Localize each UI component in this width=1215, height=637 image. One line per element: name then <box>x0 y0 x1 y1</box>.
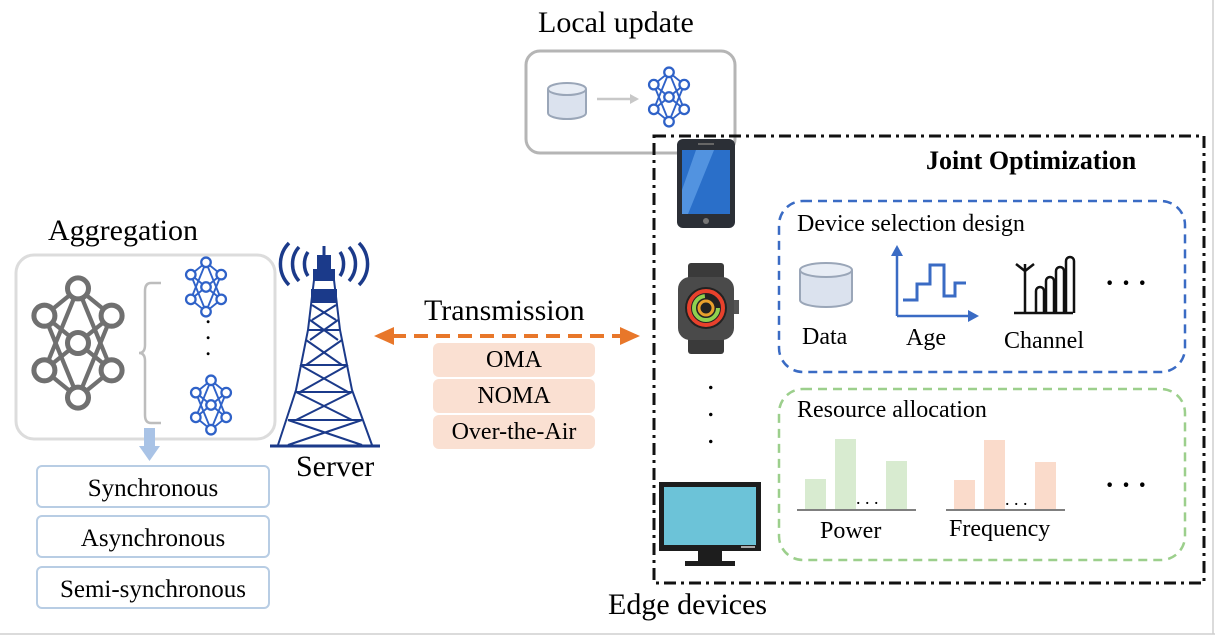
brace <box>138 281 161 425</box>
mode-semi-synchronous: Semi-synchronous <box>36 566 270 609</box>
mode-synchronous: Synchronous <box>36 465 270 508</box>
signal-bars-icon <box>1014 255 1076 315</box>
data-icon <box>799 262 853 308</box>
aggregation-dot-3: . <box>205 334 212 361</box>
joint-optimization-box <box>652 134 1206 585</box>
transmission-arrow <box>374 327 640 345</box>
edge-dot-2: . <box>707 390 715 423</box>
database-icon <box>547 82 587 120</box>
neural-network-icons <box>31 66 691 436</box>
device-selection-more: · · · <box>1105 268 1148 299</box>
scheme-oma: OMA <box>433 343 595 377</box>
mode-asynchronous: Asynchronous <box>36 515 270 558</box>
aggregation-dot-1: . <box>205 302 212 329</box>
tower-icon <box>270 241 380 448</box>
edge-devices-label: Edge devices <box>608 588 768 621</box>
resource-allocation-title: Resource allocation <box>797 397 987 423</box>
power-label: Power <box>820 518 882 544</box>
age-label: Age <box>906 325 946 351</box>
scheme-over-the-air: Over-the-Air <box>433 415 595 449</box>
aggregation-title: Aggregation <box>48 214 198 247</box>
joint-optimization-title: Joint Optimization <box>926 146 1137 175</box>
aggregation-dot-2: . <box>205 318 212 345</box>
data-label: Data <box>802 324 848 350</box>
frequency-bars <box>946 440 1065 511</box>
resource-allocation-box <box>777 387 1187 562</box>
frequency-label: Frequency <box>949 516 1051 542</box>
transmission-title: Transmission <box>424 294 585 327</box>
neural-network-icon-global <box>31 275 125 411</box>
edge-dot-1: . <box>707 363 715 396</box>
neural-network-icon-client-1 <box>184 256 228 318</box>
neural-network-icon-local <box>647 66 691 128</box>
arrow-down-icon <box>139 428 160 461</box>
edge-dot-3: . <box>707 417 715 450</box>
power-bars <box>797 439 916 511</box>
neural-network-icon-client-2 <box>189 374 233 436</box>
arrow-right-icon <box>597 94 639 104</box>
server-label: Server <box>296 450 375 483</box>
smartwatch-icon <box>678 263 739 354</box>
monitor-icon <box>659 482 761 566</box>
local-update-title: Local update <box>538 6 694 39</box>
scheme-noma: NOMA <box>433 379 595 413</box>
device-selection-box <box>777 199 1187 374</box>
power-bar-dots: . . . <box>856 488 879 508</box>
device-selection-title: Device selection design <box>797 211 1025 237</box>
resource-allocation-more: · · · <box>1105 470 1148 501</box>
age-chart-icon <box>891 245 979 322</box>
frequency-bar-dots: . . . <box>1005 489 1028 509</box>
smartphone-icon <box>677 139 735 228</box>
channel-label: Channel <box>1004 328 1084 354</box>
